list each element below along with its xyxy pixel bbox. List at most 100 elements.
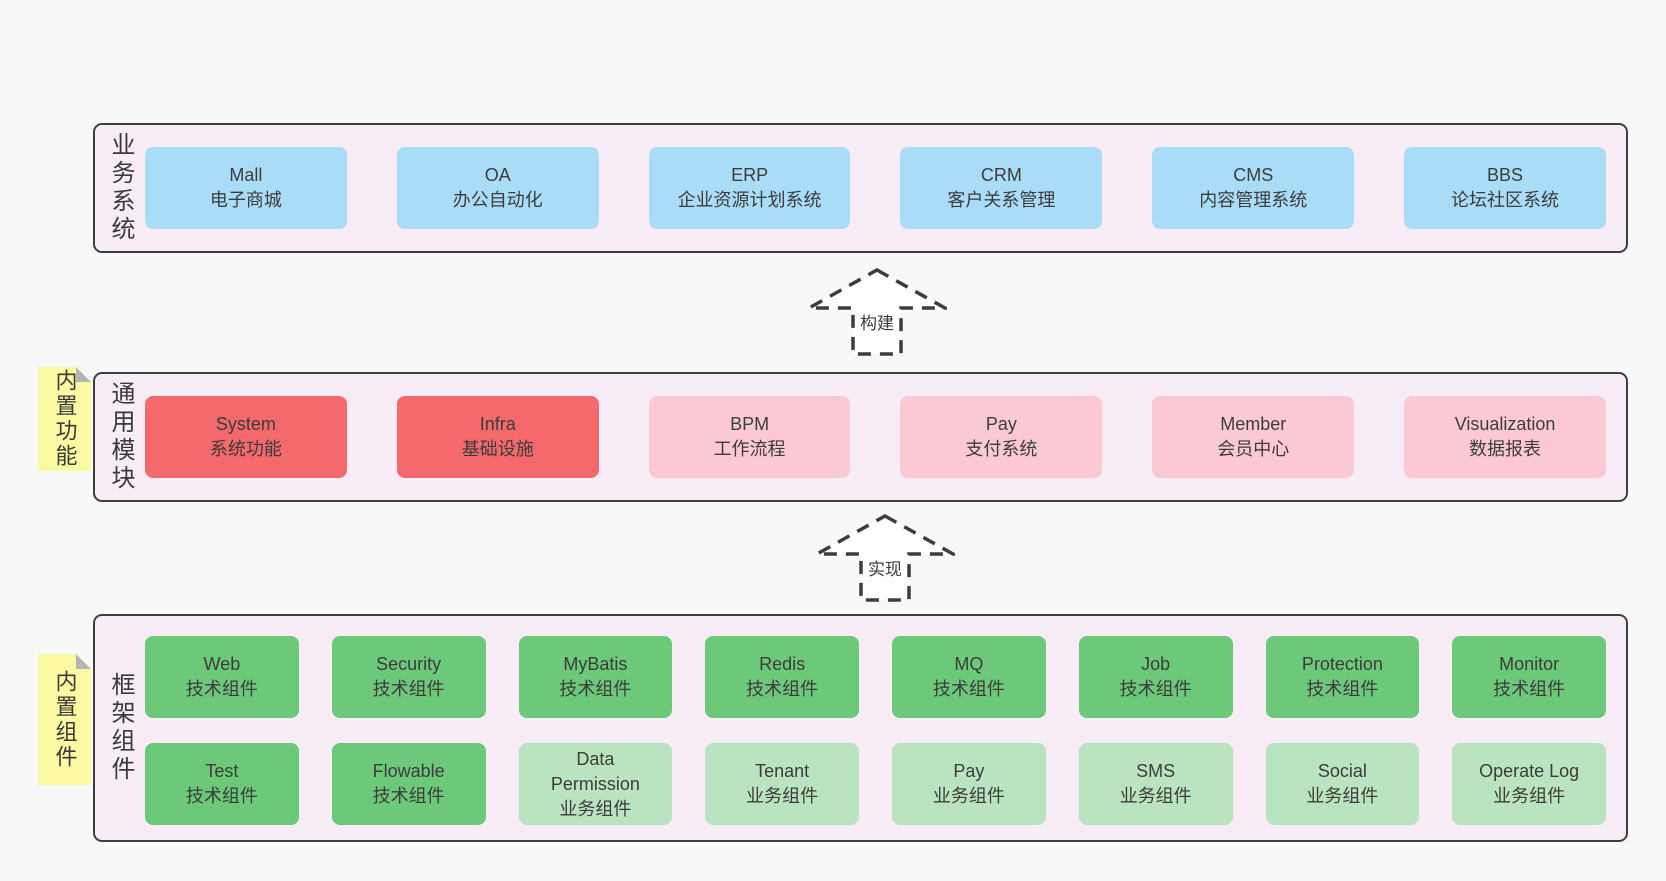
node-en-label: Test <box>205 761 239 781</box>
node-en-label: CRM <box>980 165 1022 185</box>
node-zh-label: 数据报表 <box>1469 439 1542 459</box>
node-mall: Mall 电子商城 <box>145 147 347 229</box>
node-en-label: OA <box>484 165 511 185</box>
node-zh-label: 技术组件 <box>1119 679 1192 699</box>
sticky-components-label: 内置组件 <box>52 669 78 770</box>
arrow-implement-text: 实现 <box>866 554 904 581</box>
node-pay: Pay 支付系统 <box>900 396 1103 478</box>
arrow-implement-label: 实现 <box>815 554 955 581</box>
node-en-label: System <box>215 414 276 434</box>
node-zh-label: 技术组件 <box>372 679 445 699</box>
node-zh-label: 内容管理系统 <box>1199 190 1308 210</box>
node-visualization: Visualization 数据报表 <box>1404 396 1606 478</box>
folded-corner-icon <box>76 367 91 382</box>
node-zh-label: 业务组件 <box>746 786 819 806</box>
band-components-label: 框架组件 <box>107 672 134 784</box>
comp-security: Security 技术组件 <box>331 636 486 718</box>
comp-operate-log: Operate Log 业务组件 <box>1452 743 1606 825</box>
node-zh-label: 技术组件 <box>185 786 258 806</box>
business-boxes-row: Mall 电子商城 OA 办公自动化 ERP 企业资源计划系统 CRM 客户关系… <box>145 125 1626 251</box>
node-en-label: Security <box>376 654 442 674</box>
sticky-built-in-features: 内置功能 <box>38 367 91 471</box>
node-en-label: BPM <box>730 414 770 434</box>
node-zh-label: 电子商城 <box>209 190 282 210</box>
arrow-implement: 实现 <box>815 514 955 602</box>
comp-flowable: Flowable 技术组件 <box>331 743 486 825</box>
node-zh-label: 业务组件 <box>1493 786 1566 806</box>
node-en-label: Infra <box>479 414 516 434</box>
node-en-label: Job <box>1141 654 1171 674</box>
comp-data-permission: Data Permission 业务组件 <box>518 743 673 825</box>
node-en-label: Pay <box>985 414 1017 434</box>
node-zh-label: 业务组件 <box>559 798 632 819</box>
node-cms: CMS 内容管理系统 <box>1152 147 1355 229</box>
band-framework-components: 框架组件 Web 技术组件 Security 技术组件 MyBatis 技术组件… <box>93 614 1628 842</box>
band-label-column: 业务系统 <box>95 125 145 251</box>
node-en-label: Mall <box>229 165 263 185</box>
node-zh-label: 业务组件 <box>1306 786 1379 806</box>
node-zh-label: 企业资源计划系统 <box>677 190 822 210</box>
comp-monitor: Monitor 技术组件 <box>1452 636 1606 718</box>
node-en-label: Member <box>1220 414 1287 434</box>
node-zh-label: 技术组件 <box>1493 679 1566 699</box>
node-en-label: Tenant <box>755 761 810 781</box>
comp-tenant: Tenant 业务组件 <box>705 743 859 825</box>
sticky-features-label: 内置功能 <box>52 369 78 469</box>
folded-corner-icon <box>76 654 91 669</box>
node-en-label: Protection <box>1301 654 1383 674</box>
node-en-label: CMS <box>1233 165 1274 185</box>
comp-sms: SMS 业务组件 <box>1078 743 1233 825</box>
node-erp: ERP 企业资源计划系统 <box>648 147 851 229</box>
comp-social: Social 业务组件 <box>1265 743 1420 825</box>
comp-protection: Protection 技术组件 <box>1265 636 1420 718</box>
node-zh-label: 客户关系管理 <box>947 190 1056 210</box>
node-zh-label: 论坛社区系统 <box>1451 190 1560 210</box>
band-business-label: 业务系统 <box>107 132 134 244</box>
node-en-label: MyBatis <box>563 654 628 674</box>
node-system: System 系统功能 <box>145 396 347 478</box>
node-en-label: Data Permission <box>550 748 640 794</box>
node-zh-label: 技术组件 <box>746 679 819 699</box>
node-zh-label: 业务组件 <box>1119 786 1192 806</box>
node-en-label: ERP <box>731 165 769 185</box>
band-label-column: 通用模块 <box>95 374 145 500</box>
band-modules-label: 通用模块 <box>107 381 134 493</box>
node-bbs: BBS 论坛社区系统 <box>1404 147 1606 229</box>
node-en-label: MQ <box>954 654 984 674</box>
node-en-label: BBS <box>1487 165 1524 185</box>
node-zh-label: 技术组件 <box>559 679 632 699</box>
comp-mybatis: MyBatis 技术组件 <box>518 636 673 718</box>
band-label-column: 框架组件 <box>95 616 145 840</box>
node-bpm: BPM 工作流程 <box>648 396 851 478</box>
node-en-label: Redis <box>759 654 806 674</box>
node-zh-label: 系统功能 <box>209 439 282 459</box>
node-en-label: SMS <box>1136 761 1176 781</box>
node-oa: OA 办公自动化 <box>396 147 599 229</box>
node-zh-label: 技术组件 <box>372 786 445 806</box>
node-crm: CRM 客户关系管理 <box>900 147 1103 229</box>
comp-test: Test 技术组件 <box>145 743 299 825</box>
node-en-label: Operate Log <box>1479 761 1580 781</box>
node-zh-label: 技术组件 <box>932 679 1005 699</box>
node-infra: Infra 基础设施 <box>396 396 599 478</box>
node-en-label: Flowable <box>372 761 445 781</box>
node-zh-label: 会员中心 <box>1217 439 1290 459</box>
comp-web: Web 技术组件 <box>145 636 299 718</box>
node-zh-label: 支付系统 <box>965 439 1038 459</box>
modules-boxes-row: System 系统功能 Infra 基础设施 BPM 工作流程 Pay 支付系统… <box>145 374 1626 500</box>
band-business-systems: 业务系统 Mall 电子商城 OA 办公自动化 ERP 企业资源计划系统 CRM… <box>93 123 1628 253</box>
sticky-built-in-components: 内置组件 <box>38 654 91 785</box>
arrow-build: 构建 <box>807 268 947 356</box>
node-zh-label: 业务组件 <box>932 786 1005 806</box>
node-en-label: Monitor <box>1499 654 1560 674</box>
node-zh-label: 基础设施 <box>461 439 534 459</box>
node-zh-label: 工作流程 <box>713 439 786 459</box>
components-grid: Web 技术组件 Security 技术组件 MyBatis 技术组件 Redi… <box>145 616 1626 840</box>
node-zh-label: 办公自动化 <box>452 190 543 210</box>
node-en-label: Web <box>203 654 241 674</box>
band-common-modules: 通用模块 System 系统功能 Infra 基础设施 BPM 工作流程 Pay… <box>93 372 1628 502</box>
comp-redis: Redis 技术组件 <box>705 636 859 718</box>
comp-pay: Pay 业务组件 <box>892 743 1046 825</box>
comp-job: Job 技术组件 <box>1078 636 1233 718</box>
node-en-label: Pay <box>953 761 985 781</box>
